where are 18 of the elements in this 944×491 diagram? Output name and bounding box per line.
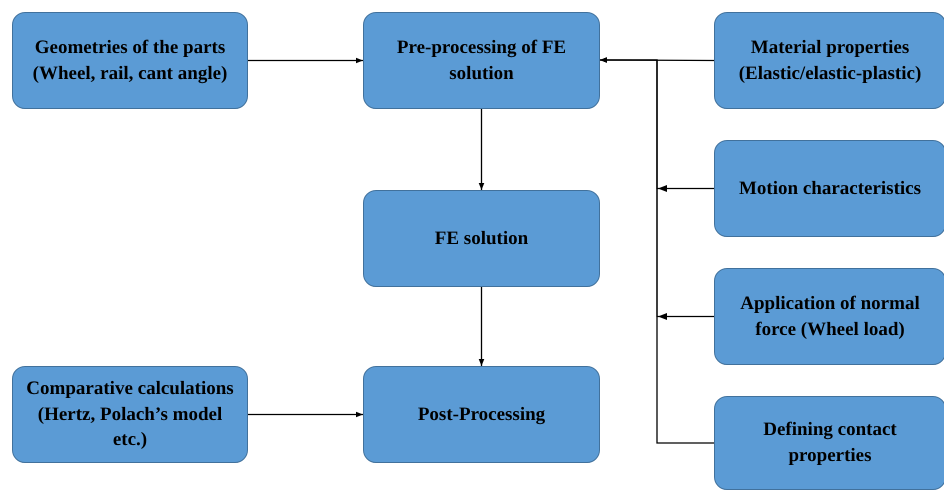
process-box: [363, 12, 600, 109]
box-label: Geometries of the parts (Wheel, rail, cant angle): [32, 36, 228, 86]
process-box: [363, 366, 600, 463]
box-label: Comparative calculations (Hertz, Polach’s model etc.): [25, 377, 235, 452]
box-label: Motion characteristics: [738, 176, 922, 201]
box-label: Application of normal force (Wheel load): [739, 292, 921, 342]
process-box: [714, 396, 944, 490]
process-box: [363, 190, 600, 287]
process-box: [714, 268, 944, 365]
process-box: [714, 12, 944, 109]
box-label: Defining contact properties: [762, 418, 898, 468]
process-box: [714, 140, 944, 237]
process-box: [12, 366, 248, 463]
box-label: Pre-processing of FE solution: [396, 36, 568, 86]
box-label: Material properties (Elastic/elastic-plastic): [738, 36, 922, 86]
box-label: Post-Processing: [418, 402, 546, 427]
process-box: [12, 12, 248, 109]
box-label: FE solution: [434, 226, 528, 251]
